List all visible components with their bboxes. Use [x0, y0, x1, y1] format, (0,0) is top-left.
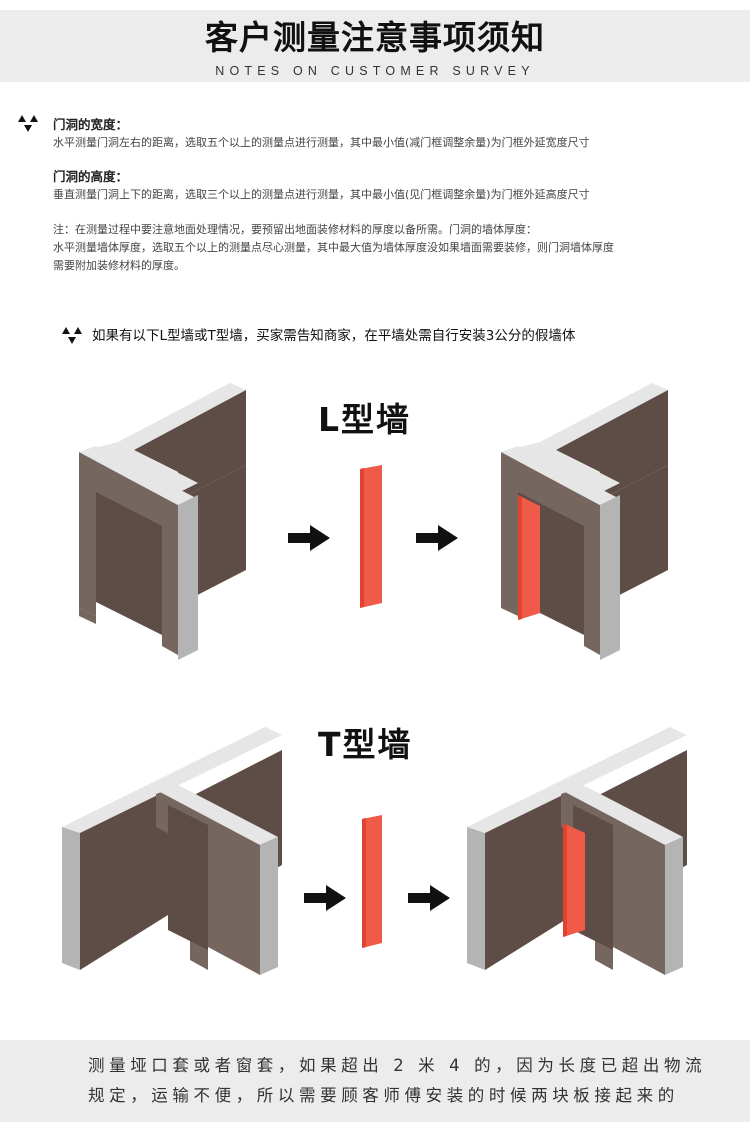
l-wall-original-diagram — [79, 383, 246, 660]
fake-wall-panel — [362, 815, 382, 948]
arrow-right-icon — [304, 885, 346, 911]
remark-line: 水平测量墙体厚度，选取五个以上的测量点尽心测量，其中最大值为墙体厚度没如果墙面需… — [53, 241, 614, 254]
fake-wall-panel — [360, 465, 382, 608]
door-width-heading: 门洞的宽度： — [53, 117, 129, 132]
door-width-note: 门洞的宽度： 水平测量门洞左右的距离，选取五个以上的测量点进行测量，其中最小值(… — [53, 116, 590, 152]
wall-notice-text: 如果有以下L型墙或T型墙，买家需告知商家，在平墙处需自行安装3公分的假墙体 — [92, 328, 576, 344]
t-wall-with-panel-diagram — [467, 727, 687, 975]
door-height-heading: 门洞的高度： — [53, 169, 129, 184]
footer-band — [0, 1040, 750, 1122]
footer-line: 规定，运输不便，所以需要顾客师傅安装的时候两块板接起来的 — [88, 1086, 679, 1105]
remark-note: 注：在测量过程中要注意地面处理情况，要预留出地面装修材料的厚度以备所需。门洞的墙… — [53, 221, 614, 275]
radiation-hazard-icon — [62, 327, 82, 344]
arrow-right-icon — [408, 885, 450, 911]
arrow-right-icon — [416, 525, 458, 551]
arrow-right-icon — [288, 525, 330, 551]
page-title: 客户测量注意事项须知 — [205, 18, 545, 57]
t-wall-original-diagram — [62, 727, 282, 975]
door-width-text: 水平测量门洞左右的距离，选取五个以上的测量点进行测量，其中最小值(减门框调整余量… — [53, 136, 590, 149]
door-height-text: 垂直测量门洞上下的距离，选取三个以上的测量点进行测量，其中最小值(见门框调整余量… — [53, 188, 590, 201]
t-wall-title: T型墙 — [318, 725, 413, 764]
header-band — [0, 10, 750, 82]
door-height-note: 门洞的高度： 垂直测量门洞上下的距离，选取三个以上的测量点进行测量，其中最小值(… — [53, 168, 590, 204]
remark-line: 需要附加装修材料的厚度。 — [53, 259, 185, 272]
l-wall-title: L型墙 — [318, 400, 412, 439]
footer-line: 测量垭口套或者窗套，如果超出 2 米 4 的，因为长度已超出物流 — [88, 1056, 707, 1075]
radiation-hazard-icon — [18, 115, 38, 132]
remark-line: 注：在测量过程中要注意地面处理情况，要预留出地面装修材料的厚度以备所需。门洞的墙… — [53, 223, 537, 236]
l-wall-with-panel-diagram — [501, 383, 668, 660]
page-subtitle: NOTES ON CUSTOMER SURVEY — [215, 64, 535, 78]
